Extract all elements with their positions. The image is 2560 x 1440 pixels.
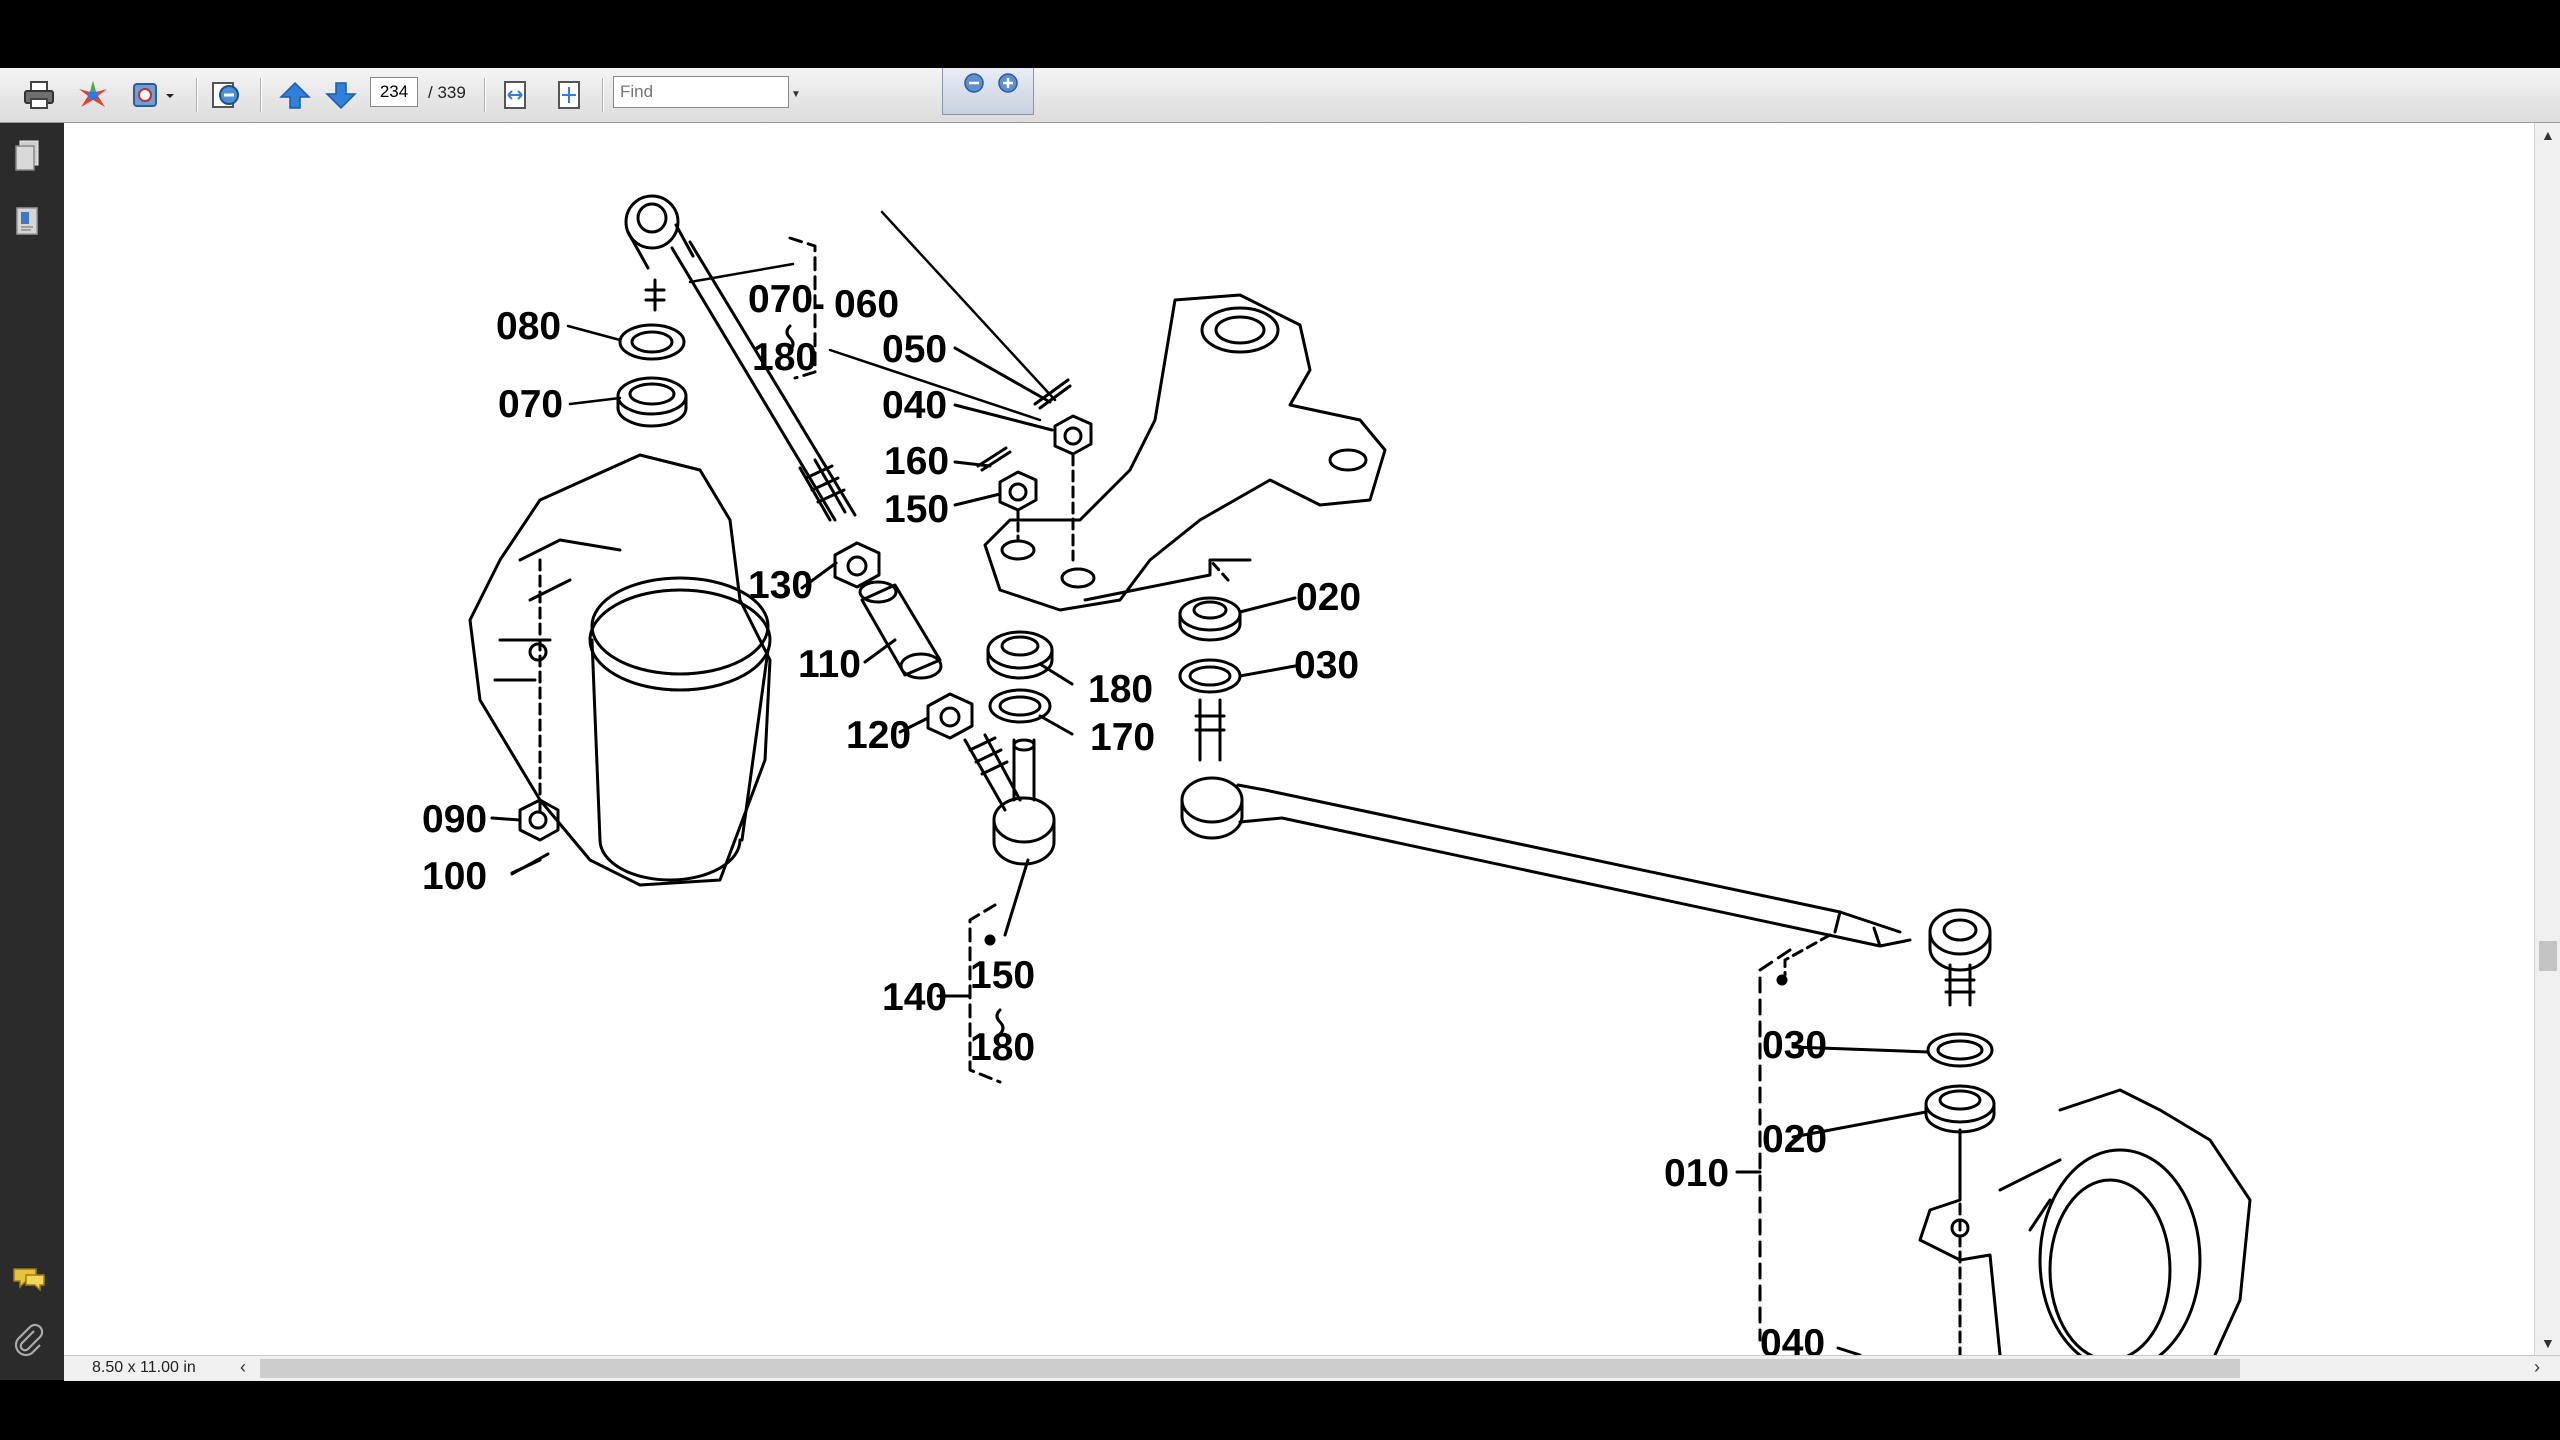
callout-160: 160 — [884, 440, 949, 483]
callout-150: 150 — [884, 488, 949, 531]
callout-040-lower: 040 — [1760, 1322, 1825, 1355]
zoom-out-icon[interactable] — [963, 72, 985, 99]
callout-020-lower: 020 — [1762, 1118, 1827, 1161]
callout-110: 110 — [798, 643, 861, 686]
callout-010: 010 — [1664, 1152, 1729, 1195]
bookmarks-panel-icon[interactable] — [14, 205, 42, 244]
callout-080: 080 — [496, 305, 561, 348]
comments-icon[interactable] — [12, 1265, 46, 1298]
callout-180: 180 — [1088, 668, 1153, 711]
up-arrow-icon[interactable] — [276, 76, 314, 114]
callout-hyphen: - — [812, 283, 825, 326]
page-size-label: 8.50 x 11.00 in — [92, 1359, 196, 1376]
page-number-input[interactable] — [370, 77, 418, 107]
scroll-right-icon[interactable]: › — [2534, 1357, 2540, 1377]
callout-150-bracket: 150 — [970, 954, 1035, 997]
find-dropdown-icon[interactable]: ▼ — [791, 89, 801, 100]
export-icon[interactable] — [128, 76, 178, 114]
callout-030: 030 — [1294, 644, 1359, 687]
vertical-scroll-thumb[interactable] — [2539, 941, 2557, 971]
document-page: 080 070 070 - 060 180 050 040 160 150 13… — [64, 123, 2534, 1355]
callout-090: 090 — [422, 798, 487, 841]
callout-140: 140 — [882, 976, 947, 1019]
callout-120: 120 — [846, 714, 911, 757]
pages-panel-icon[interactable] — [14, 139, 42, 178]
view-icon[interactable] — [208, 76, 246, 114]
callout-180-bracket-lower: 180 — [970, 1026, 1035, 1069]
star-logo-icon[interactable] — [74, 76, 112, 114]
callout-050: 050 — [882, 328, 947, 371]
scroll-left-icon[interactable]: ‹ — [240, 1357, 246, 1377]
zoom-in-icon[interactable] — [997, 72, 1019, 99]
callout-030-lower: 030 — [1762, 1024, 1827, 1067]
callout-060: 060 — [834, 283, 899, 326]
callout-130: 130 — [748, 564, 813, 607]
callout-070: 070 — [498, 383, 563, 426]
status-bar: 8.50 x 11.00 in ‹ › — [64, 1355, 2560, 1381]
toolbar: / 339 ▼ — [0, 68, 2560, 123]
navigation-sidebar — [0, 123, 64, 1380]
fit-page-icon[interactable] — [550, 76, 588, 114]
callout-070-bracket: 070 — [748, 278, 813, 321]
page-total: / 339 — [428, 83, 466, 102]
parts-diagram: 080 070 070 - 060 180 050 040 160 150 13… — [422, 194, 2252, 1355]
find-input[interactable] — [613, 76, 789, 108]
callout-040: 040 — [882, 384, 947, 427]
zoom-group — [942, 68, 1034, 115]
fit-width-icon[interactable] — [496, 76, 534, 114]
callout-170: 170 — [1090, 716, 1155, 759]
vertical-scrollbar[interactable]: ▲ ▼ — [2534, 123, 2560, 1355]
down-arrow-icon[interactable] — [322, 76, 360, 114]
scroll-down-icon[interactable]: ▼ — [2541, 1335, 2555, 1351]
callout-020: 020 — [1296, 576, 1361, 619]
horizontal-scroll-thumb[interactable] — [260, 1359, 2240, 1378]
print-icon[interactable] — [20, 76, 58, 114]
callout-180-bracket: 180 — [752, 336, 817, 379]
attachments-icon[interactable] — [14, 1323, 44, 1362]
scroll-up-icon[interactable]: ▲ — [2541, 127, 2555, 143]
callout-100: 100 — [422, 855, 487, 898]
